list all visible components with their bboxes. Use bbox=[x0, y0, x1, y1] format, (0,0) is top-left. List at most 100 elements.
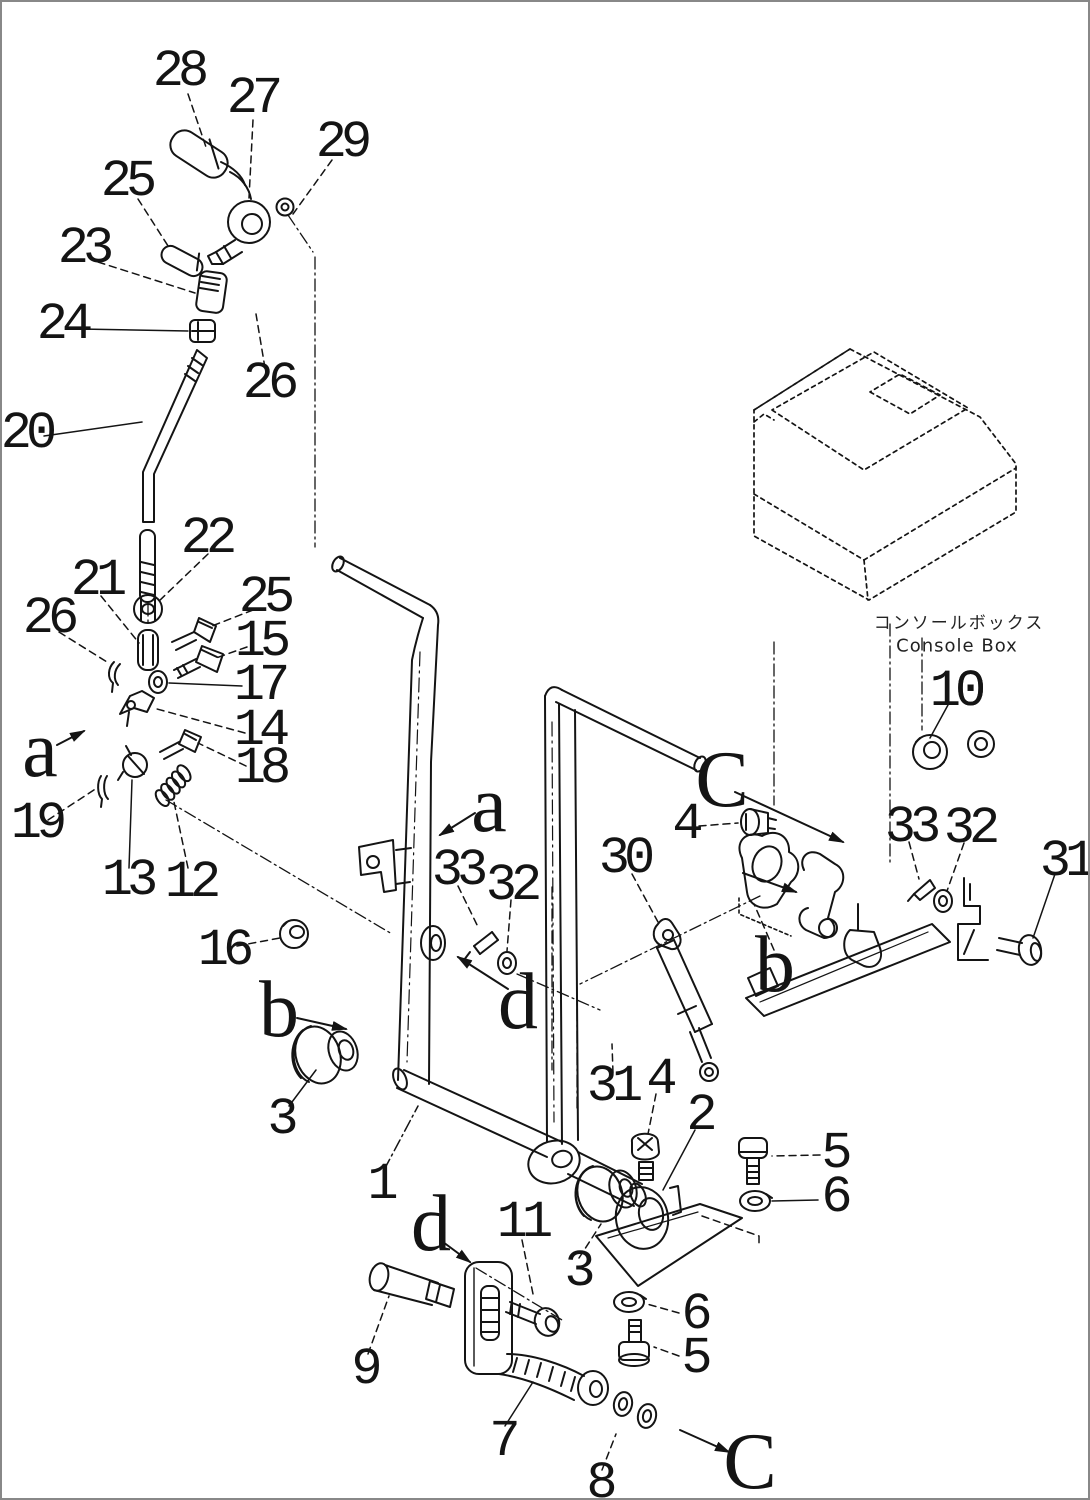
bolt-25-mid bbox=[171, 617, 217, 651]
pin-21 bbox=[137, 629, 159, 671]
view-marker-d-2: d bbox=[411, 1180, 451, 1268]
pedal-arm-7 bbox=[498, 1353, 609, 1406]
washer-6-bottom bbox=[613, 1291, 647, 1313]
callout-11: 11 bbox=[496, 1193, 553, 1252]
callout-5-2: 5 bbox=[681, 1329, 712, 1388]
nut-10 bbox=[912, 734, 948, 770]
view-marker-C: C bbox=[695, 736, 749, 824]
frame-left-lever bbox=[331, 555, 440, 1085]
gas-spring-30 bbox=[652, 918, 719, 1082]
pin-33-right bbox=[907, 879, 936, 902]
view-marker-a-2: a bbox=[471, 761, 507, 849]
washer-17 bbox=[148, 670, 168, 694]
callout-7: 7 bbox=[489, 1412, 520, 1471]
callout-17: 17 bbox=[233, 656, 290, 715]
bolt-18 bbox=[159, 729, 202, 760]
mount-bracket-right bbox=[738, 831, 989, 1017]
bushing-3-bottom bbox=[574, 1165, 638, 1223]
callout-30: 30 bbox=[598, 829, 655, 888]
callout-33-2: 33 bbox=[884, 798, 941, 857]
callout-31-2: 31 bbox=[586, 1057, 643, 1116]
callout-22: 22 bbox=[180, 509, 237, 568]
plug-4-bottom bbox=[631, 1132, 660, 1181]
callout-6: 6 bbox=[821, 1168, 852, 1227]
bolt-5-right bbox=[738, 1137, 768, 1185]
callout-9: 9 bbox=[351, 1340, 382, 1399]
callout-3: 3 bbox=[267, 1090, 298, 1149]
callout-10: 10 bbox=[929, 662, 986, 721]
bolt-5-bottom bbox=[618, 1319, 650, 1367]
callout-15: 15 bbox=[234, 612, 291, 671]
pin-26-mid bbox=[108, 661, 121, 693]
callout-23: 23 bbox=[57, 219, 114, 278]
callout-31: 31 bbox=[1039, 832, 1090, 891]
bushing-3-left bbox=[291, 1025, 359, 1085]
alignment-lines bbox=[147, 214, 923, 1321]
bushing-23 bbox=[195, 270, 228, 314]
callout-8: 8 bbox=[586, 1454, 617, 1500]
pin-25-top bbox=[160, 244, 204, 278]
callout-21: 21 bbox=[70, 551, 127, 610]
view-marker-b: b bbox=[259, 966, 299, 1054]
callout-28: 28 bbox=[152, 42, 209, 101]
washers-8 bbox=[612, 1391, 658, 1429]
pin-19 bbox=[97, 775, 109, 808]
view-arrows bbox=[56, 730, 845, 1453]
callout-18: 18 bbox=[234, 739, 291, 798]
washer-top-right bbox=[967, 730, 995, 758]
lever-27 bbox=[207, 161, 271, 265]
bolt-15 bbox=[173, 645, 224, 679]
callout-4: 4 bbox=[672, 795, 703, 854]
callout-27: 27 bbox=[226, 69, 283, 128]
callout-1: 1 bbox=[367, 1155, 398, 1214]
console-box-label-en: Console Box bbox=[896, 635, 1018, 657]
callout-32: 32 bbox=[485, 856, 542, 915]
washer-29 bbox=[275, 197, 295, 217]
washer-32-center bbox=[497, 951, 517, 975]
clevis-14 bbox=[119, 690, 155, 727]
bolt-31-right bbox=[996, 934, 1043, 966]
callout-14: 14 bbox=[233, 701, 290, 760]
callout-29: 29 bbox=[315, 113, 372, 172]
view-marker-b-2: b bbox=[755, 921, 795, 1009]
nut-22 bbox=[133, 594, 163, 624]
nut-16 bbox=[279, 919, 309, 949]
callout-26-2: 26 bbox=[22, 589, 79, 648]
callout-13: 13 bbox=[101, 851, 158, 910]
ball-joint-13 bbox=[117, 745, 148, 781]
callout-2: 2 bbox=[686, 1086, 717, 1145]
callout-10-2: 10 bbox=[929, 662, 986, 721]
leader-lines-solid bbox=[43, 328, 1056, 1427]
bolt-11 bbox=[505, 1299, 561, 1337]
washer-6-right bbox=[739, 1190, 773, 1212]
pedal-channel bbox=[464, 1261, 513, 1375]
frame-mid-bracket bbox=[358, 839, 412, 893]
rod-20 bbox=[139, 349, 208, 603]
view-marker-a: a bbox=[22, 706, 58, 794]
callout-4-2: 4 bbox=[646, 1050, 677, 1109]
washer-32-right bbox=[933, 889, 953, 913]
callout-26: 26 bbox=[242, 354, 299, 413]
console-box-label-jp: コンソールボックス bbox=[873, 613, 1045, 634]
leader-lines bbox=[47, 93, 965, 1471]
callout-25: 25 bbox=[100, 152, 157, 211]
callout-33: 33 bbox=[431, 841, 488, 900]
callout-25-2: 25 bbox=[238, 568, 295, 627]
callout-3-2: 3 bbox=[564, 1242, 595, 1301]
callout-32-2: 32 bbox=[943, 799, 1000, 858]
frame-grommet-d bbox=[420, 925, 446, 961]
callout-19: 19 bbox=[10, 794, 67, 853]
callout-24: 24 bbox=[36, 295, 93, 354]
console-box-outline bbox=[753, 348, 1017, 601]
view-marker-d: d bbox=[498, 958, 538, 1046]
knob-28 bbox=[169, 129, 229, 179]
collar-24 bbox=[189, 319, 216, 343]
bolt-4-right bbox=[740, 808, 777, 836]
pin-9 bbox=[368, 1262, 455, 1308]
callout-12: 12 bbox=[164, 853, 221, 912]
callout-20: 20 bbox=[0, 404, 57, 463]
pin-33-center bbox=[463, 931, 499, 961]
